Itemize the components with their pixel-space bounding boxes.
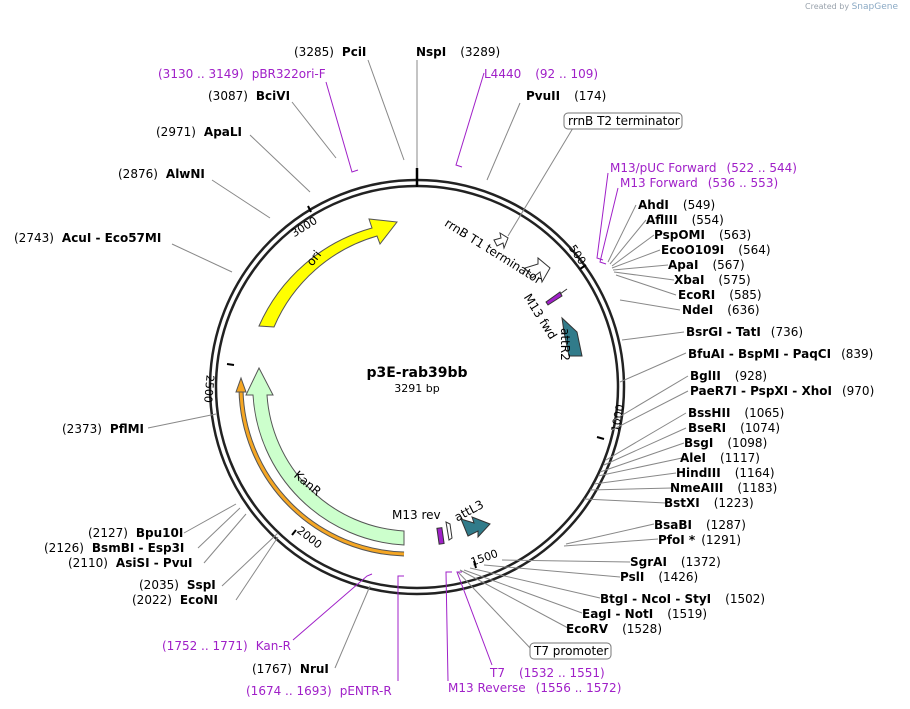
- site-pvuii: PvuII(174): [526, 89, 606, 103]
- site-ecori: EcoRI(585): [678, 288, 762, 302]
- m13-rev-small-arrow: [445, 521, 453, 541]
- site-bcivi: (3087)BciVI: [208, 89, 290, 103]
- primer-leader-lines: [292, 72, 619, 682]
- rrnb-t1-feature-arrow: [524, 256, 551, 284]
- site-psli: PslI(1426): [620, 570, 698, 584]
- site-paer7i: PaeR7I - PspXI - XhoI(970): [690, 384, 874, 398]
- site-bsgi: BsgI(1098): [684, 436, 767, 450]
- tick-2500: [226, 363, 235, 366]
- primer-m13-puc-forward: M13/pUC Forward(522 .. 544): [610, 161, 797, 175]
- site-btgi: BtgI - NcoI - StyI(1502): [600, 592, 765, 606]
- kanr-feature-arrow: [245, 366, 405, 546]
- site-bsabi: BsaBI(1287): [654, 518, 746, 532]
- site-apai: ApaI(567): [668, 258, 745, 272]
- attr2-feature-arrow: [561, 316, 583, 357]
- t7-promoter-callout: T7 promoter: [457, 571, 612, 660]
- site-ahdi: AhdI(549): [638, 198, 715, 212]
- tick-1500: [473, 560, 477, 569]
- kanr-promoter-band-fill: [239, 389, 405, 556]
- site-acui: (2743)AcuI - Eco57MI: [14, 231, 161, 245]
- plasmid-length: 3291 bp: [394, 382, 439, 395]
- tick-label-3000: 3000: [289, 214, 320, 240]
- ori-feature-arrow: [258, 218, 398, 328]
- site-pspomi: PspOMI(563): [654, 228, 751, 242]
- snapgene-credit: Created by SnapGene: [805, 2, 898, 12]
- primer-pentr-r: (1674 .. 1693)pENTR-R: [246, 684, 392, 698]
- site-ecorv: EcoRV(1528): [566, 622, 662, 636]
- primer-kan-r: (1752 .. 1771)Kan-R: [162, 639, 291, 653]
- site-bsshii: BssHII(1065): [688, 406, 784, 420]
- primer-l4440: L4440(92 .. 109): [484, 67, 598, 81]
- site-nrui: (1767)NruI: [252, 662, 329, 676]
- site-ecoo109i: EcoO109I(564): [661, 243, 771, 257]
- tick-label-2500: 2500: [201, 374, 216, 403]
- site-labels: (3285)PciI NspI(3289) (3087)BciVI (2971)…: [14, 45, 606, 676]
- t7-promoter-box: [529, 642, 612, 660]
- m13-fwd-tail: [559, 288, 568, 295]
- attl3-feature-arrow: [460, 516, 491, 539]
- site-bsmbi: (2126)BsmBI - Esp3I: [44, 541, 184, 555]
- site-eagi: EagI - NotI(1519): [582, 607, 707, 621]
- site-ndei: NdeI(636): [682, 303, 760, 317]
- tick-2000: [291, 529, 297, 536]
- site-pfoi: PfoI *(1291): [658, 533, 741, 547]
- leader-lines: [147, 59, 689, 669]
- tick-3000: [307, 205, 312, 213]
- rrnb-t2-leader: [507, 127, 574, 237]
- site-bseri: BseRI(1074): [688, 421, 780, 435]
- t7-promoter-text: T7 promoter: [533, 644, 609, 658]
- site-hindiii: HindIII(1164): [676, 466, 775, 480]
- site-pflmi: (2373)PflMI: [62, 422, 144, 436]
- site-apali: (2971)ApaLI: [156, 125, 242, 139]
- site-sgrai: SgrAI(1372): [630, 555, 721, 569]
- kanr-promoter-arrowhead: [235, 376, 247, 393]
- site-xbai: XbaI(575): [674, 273, 751, 287]
- site-bfuai: BfuAI - BspMI - PaqCI(839): [688, 347, 873, 361]
- site-labels-right: AhdI(549) AflIII(554) PspOMI(563) EcoO10…: [566, 198, 874, 636]
- site-alwni: (2876)AlwNI: [118, 167, 205, 181]
- attr2-label: attR2: [558, 328, 572, 361]
- rrnb-t2-callout: rrnB T2 terminator: [507, 112, 683, 237]
- site-nmeaiii: NmeAIII(1183): [670, 481, 777, 495]
- tick-500: [579, 264, 587, 270]
- m13-fwd-glyph: [545, 291, 563, 306]
- rrnb-t1-label: rrnB T1 terminator: [442, 216, 544, 287]
- primer-t7: T7(1532 .. 1551): [489, 666, 605, 680]
- site-alei: AleI(1117): [680, 451, 760, 465]
- primer-m13-reverse: M13 Reverse(1556 .. 1572): [448, 681, 621, 695]
- primer-m13-forward: M13 Forward(536 .. 553): [620, 176, 778, 190]
- site-afliii: AflIII(554): [646, 213, 724, 227]
- site-econi: (2022)EcoNI: [132, 593, 218, 607]
- site-asisi: (2110)AsiSI - PvuI: [68, 556, 193, 570]
- t7-promoter-leader: [457, 571, 533, 651]
- m13-rev-glyph: [436, 527, 445, 545]
- site-nspi: NspI(3289): [416, 45, 500, 59]
- site-bstxi: BstXI(1223): [664, 496, 754, 510]
- site-bglii: BglII(928): [690, 369, 767, 383]
- tick-1000: [596, 436, 605, 440]
- m13-rev-label: M13 rev: [392, 508, 441, 522]
- site-sspi: (2035)SspI: [139, 578, 216, 592]
- rrnb-t2-text: rrnB T2 terminator: [568, 114, 680, 128]
- rrnb-t2-feature-arrow: [493, 231, 509, 250]
- primer-pbr322ori-f: (3130 .. 3149)pBR322ori-F: [158, 67, 326, 81]
- site-bsrgi: BsrGI - TatI(736): [686, 325, 803, 339]
- site-pcii: (3285)PciI: [294, 45, 366, 59]
- primer-labels: (3130 .. 3149)pBR322ori-F L4440(92 .. 10…: [158, 67, 797, 698]
- site-bpu10i: (2127)Bpu10I: [88, 526, 183, 540]
- snapgene-logo-text: SnapGene: [851, 2, 898, 12]
- plasmid-name: p3E-rab39bb: [366, 365, 467, 381]
- rrnb-t2-box: [563, 112, 683, 130]
